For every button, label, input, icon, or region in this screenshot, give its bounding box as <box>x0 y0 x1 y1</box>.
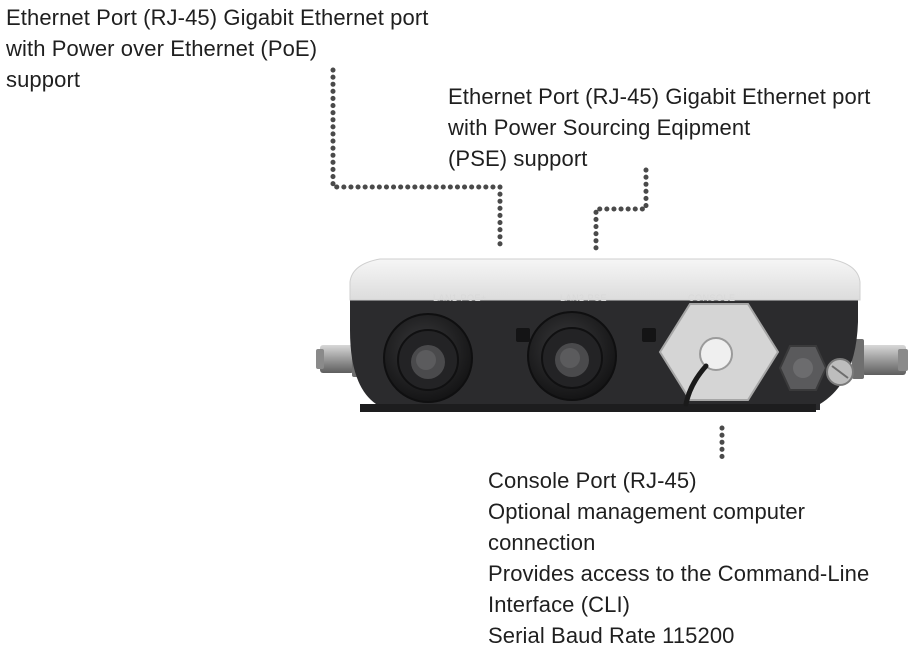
console-callout-line: Optional management computer <box>488 499 806 524</box>
poe-port-callout: Ethernet Port (RJ-45) Gigabit Ethernet p… <box>6 2 429 95</box>
console-callout-line: connection <box>488 530 596 555</box>
pse-callout-line: Ethernet Port (RJ-45) Gigabit Ethernet p… <box>448 84 871 109</box>
console-callout-line: Serial Baud Rate 115200 <box>488 623 735 648</box>
port-label-console: CONSOLE <box>688 293 736 303</box>
console-callout-line: Interface (CLI) <box>488 592 631 617</box>
console-port-callout: Console Port (RJ-45) Optional management… <box>488 465 869 651</box>
console-callout-line: Console Port (RJ-45) <box>488 468 697 493</box>
port-label-lan1: LAN1 POE+ <box>433 293 487 303</box>
poe-callout-line: with Power over Ethernet (PoE) <box>6 36 318 61</box>
port-label-lan2: LAN2 PSE <box>560 293 607 303</box>
poe-callout-line: Ethernet Port (RJ-45) Gigabit Ethernet p… <box>6 5 429 30</box>
console-callout-line: Provides access to the Command-Line <box>488 561 870 586</box>
vent-plug <box>778 345 828 391</box>
pse-leader-line <box>593 167 649 253</box>
console-port <box>658 303 780 407</box>
poe-leader-line <box>330 67 503 253</box>
lan1-poe-port <box>383 313 473 403</box>
lan2-pse-port <box>527 311 617 401</box>
pse-callout-line: with Power Sourcing Eqipment <box>448 115 751 140</box>
device-top-cap <box>349 258 861 301</box>
pse-callout-line: (PSE) support <box>448 146 588 171</box>
pse-port-callout: Ethernet Port (RJ-45) Gigabit Ethernet p… <box>448 81 871 174</box>
right-antenna-connector <box>852 339 908 379</box>
access-point-device: LAN1 POE+ LAN2 PSE CONSOLE <box>316 258 908 412</box>
poe-callout-line: support <box>6 67 81 92</box>
leader-lines <box>330 67 725 465</box>
